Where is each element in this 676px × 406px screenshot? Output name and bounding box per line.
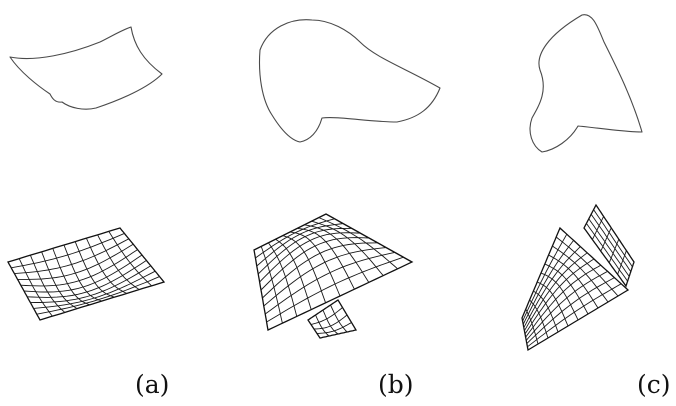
mesh-surface-a	[8, 228, 164, 320]
contour-b	[260, 20, 441, 142]
contour-a	[10, 27, 162, 109]
mesh-boundary	[8, 228, 164, 320]
panel-label-b: (b)	[378, 370, 414, 399]
panel-label-a: (a)	[135, 370, 169, 399]
panel-label-c: (c)	[637, 370, 671, 399]
contour-c	[530, 15, 642, 152]
mesh-surface-c	[522, 205, 634, 350]
mesh-surface-b	[254, 214, 412, 338]
